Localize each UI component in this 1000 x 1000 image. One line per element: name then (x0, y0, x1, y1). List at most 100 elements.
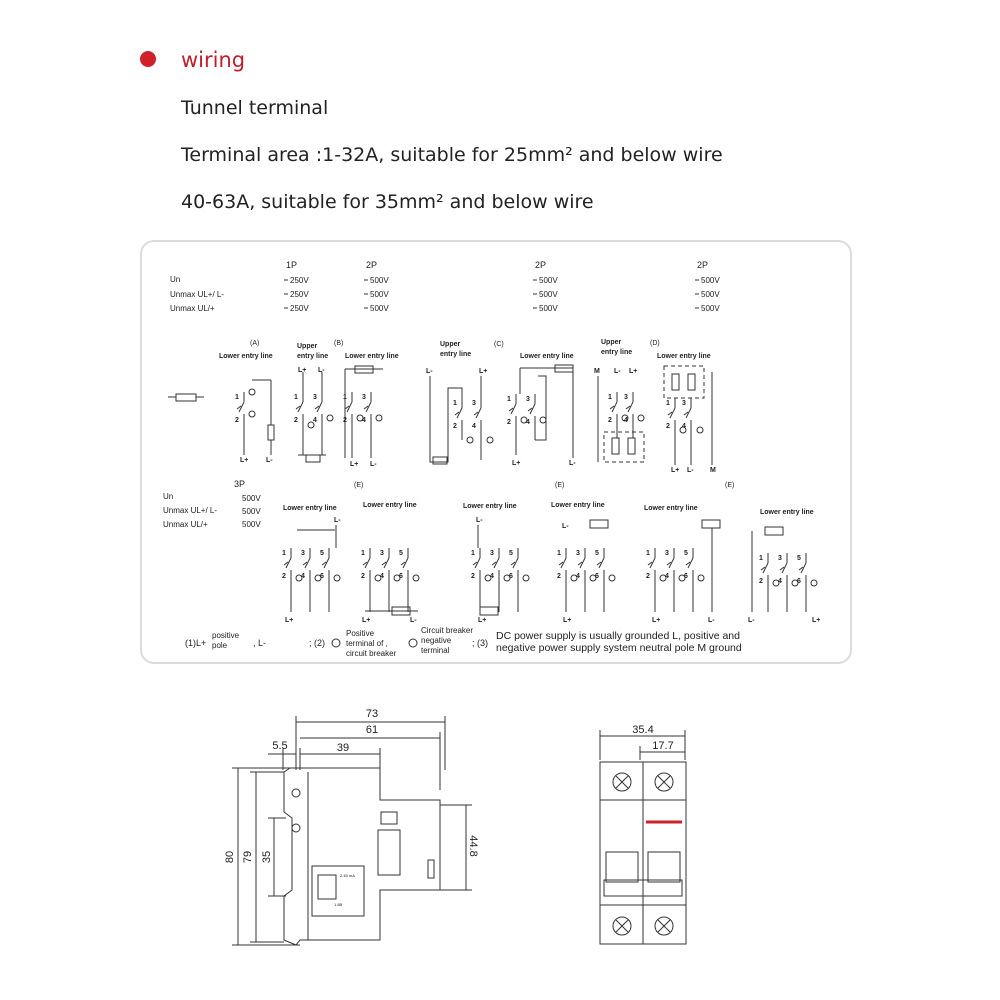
arrow (685, 561, 691, 566)
breaker-body (283, 767, 441, 946)
terminal-circle (696, 426, 704, 434)
pole-number: 3 (624, 394, 628, 401)
wire (346, 401, 353, 413)
voltage-value: 500V (242, 494, 261, 503)
pole-label: 3P (234, 479, 245, 489)
pole-number: 2 (759, 578, 763, 585)
handle (605, 851, 639, 883)
pole-number: 5 (509, 550, 513, 557)
arrow (666, 561, 672, 566)
positive-symbol (331, 638, 341, 648)
label: L- (708, 617, 715, 624)
lower-entry-label: Lower entry line (219, 353, 273, 360)
label: L+ (512, 460, 520, 467)
pole-number: 1 (507, 396, 511, 403)
dimension-value: 80 (224, 851, 236, 863)
arrow (779, 566, 785, 571)
terminal-circle (412, 574, 420, 582)
terminal-circle (772, 579, 780, 587)
spec-label: Un (170, 275, 180, 284)
wire (493, 557, 500, 569)
arrow (314, 405, 320, 410)
screw-icon (612, 772, 632, 792)
wire (529, 403, 536, 415)
terminal-circle (697, 574, 705, 582)
legend-text: positive (212, 631, 240, 640)
voltage-value: 500V (701, 276, 720, 285)
legend-text: negative power supply system neutral pol… (496, 642, 742, 654)
circuit-letter: (E) (354, 482, 363, 489)
lower-entry-label: Lower entry line (363, 502, 417, 509)
negative-symbol (408, 638, 418, 648)
label: L- (614, 368, 621, 375)
pole-number: 5 (320, 550, 324, 557)
screw-icon (654, 772, 674, 792)
upper-entry-label: entry line (297, 353, 328, 360)
wire (285, 557, 292, 569)
wire (535, 375, 547, 441)
lower-entry-label: Lower entry line (760, 509, 814, 516)
terminal-circle (678, 574, 686, 582)
terminal-box (432, 456, 448, 465)
terminal-circle (356, 414, 364, 422)
wire (611, 401, 618, 413)
label: L+ (362, 617, 370, 624)
label: L+ (298, 367, 306, 374)
terminal-box (627, 437, 636, 455)
terminal-circle (589, 574, 597, 582)
voltage-value: 250V (290, 276, 309, 285)
dimension-value: 44.8 (467, 835, 479, 856)
legend-text: Positive (346, 629, 375, 638)
terminal-circle (570, 574, 578, 582)
text-line: Tunnel terminal (181, 97, 329, 119)
pole-number: 4 (778, 578, 782, 585)
terminal-circle (522, 574, 530, 582)
terminal (317, 874, 337, 900)
wire (762, 562, 769, 574)
pole-number: 4 (490, 573, 494, 580)
pole-number: 3 (778, 555, 782, 562)
pole-label: 2P (697, 260, 708, 270)
pole-number: 1 (361, 550, 365, 557)
arrow (283, 561, 289, 566)
circuit-letter: (B) (334, 340, 343, 347)
battery-symbol (175, 393, 197, 402)
label: L- (410, 617, 417, 624)
circuit-letter: (E) (555, 482, 564, 489)
label: L- (476, 517, 483, 524)
wire (649, 557, 656, 569)
arrow (302, 561, 308, 566)
arrow (577, 561, 583, 566)
pole-number: 1 (646, 550, 650, 557)
terminal-circle (466, 436, 474, 444)
pole-number: 3 (576, 550, 580, 557)
wire (474, 557, 481, 569)
voltage-value: 500V (539, 290, 558, 299)
legend-text: terminal of , (346, 639, 388, 648)
wire (781, 562, 788, 574)
lower-entry-label: Lower entry line (463, 503, 517, 510)
wire (323, 557, 330, 569)
terminal-circle (637, 414, 645, 422)
arrow (321, 561, 327, 566)
terminal-circle (248, 388, 256, 396)
pole-number: 1 (666, 400, 670, 407)
arrow (558, 561, 564, 566)
terminal-circle (375, 414, 383, 422)
label: L- (370, 461, 377, 468)
annotation-text: 2.45 mA (340, 873, 355, 878)
arrow (798, 566, 804, 571)
terminal-circle (248, 410, 256, 418)
circuit-letter: (C) (494, 341, 504, 348)
dimension-value: 39 (337, 742, 349, 754)
arrow (508, 407, 514, 412)
arrow (647, 561, 653, 566)
dimension-value: 5.5 (272, 740, 287, 752)
wiring-diagram (168, 279, 818, 648)
terminal-circle (333, 574, 341, 582)
arrow (236, 405, 242, 410)
arrow (400, 561, 406, 566)
terminal-circle (326, 414, 334, 422)
label: M (710, 467, 716, 474)
label: L+ (563, 617, 571, 624)
